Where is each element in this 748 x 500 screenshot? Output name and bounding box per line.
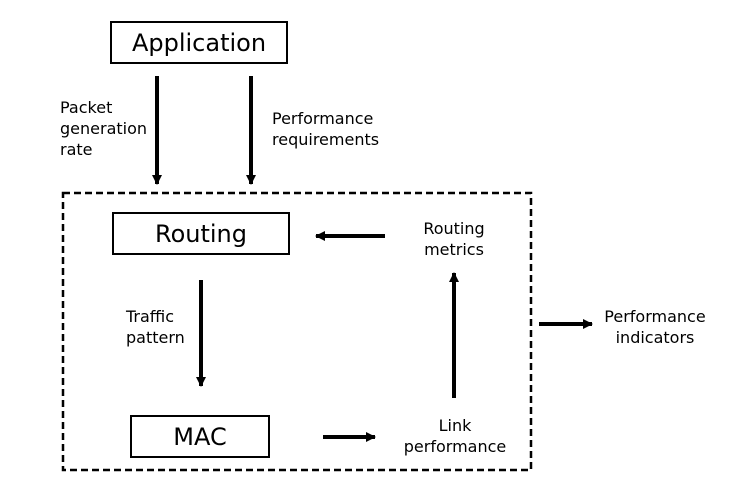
node-application-label: Application [131, 28, 267, 57]
label-traffic-pattern: Traffic pattern [126, 306, 185, 348]
label-performance-requirements: Performance requirements [272, 108, 379, 150]
system-boundary [61, 191, 533, 472]
label-line: pattern [126, 328, 185, 347]
label-line: Packet [60, 98, 113, 117]
label-line: performance [403, 437, 507, 456]
node-mac: MAC [130, 415, 270, 458]
label-performance-indicators: Performance indicators [595, 306, 715, 348]
label-line: Link [438, 416, 472, 435]
label-packet-generation-rate: Packet generation rate [60, 97, 147, 160]
node-application: Application [110, 21, 288, 64]
label-line: requirements [272, 130, 380, 149]
label-line: indicators [615, 328, 695, 347]
label-line: metrics [424, 240, 484, 259]
label-line: Routing [423, 219, 485, 238]
label-line: generation [60, 119, 148, 138]
node-mac-label: MAC [173, 422, 227, 451]
node-routing-label: Routing [154, 219, 247, 248]
label-line: Performance [272, 109, 374, 128]
label-routing-metrics: Routing metrics [404, 218, 504, 260]
label-line: Performance [604, 307, 706, 326]
node-routing: Routing [112, 212, 290, 255]
label-line: rate [60, 140, 93, 159]
label-link-performance: Link performance [390, 415, 520, 457]
label-line: Traffic [126, 307, 175, 326]
